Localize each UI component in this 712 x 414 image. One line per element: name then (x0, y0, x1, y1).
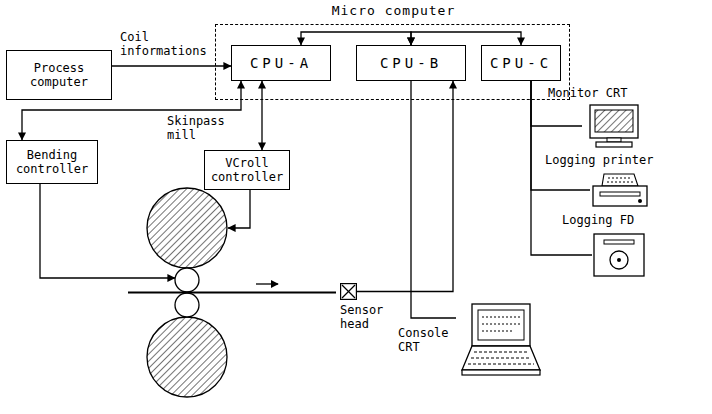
connector (112, 65, 231, 66)
node-heading: Logging printer (545, 153, 653, 167)
logging-printer: Logging printer (590, 172, 650, 208)
node-heading: Skinpass mill (167, 114, 229, 142)
monitor-crt-icon (582, 104, 646, 148)
computer-group: Micro computerCPU-ACPU-BCPU-C (215, 24, 570, 100)
cpu-box: CPU-C (481, 45, 561, 81)
steel-strip (128, 292, 336, 294)
connector (357, 81, 453, 292)
node-heading: Micro computer (216, 4, 571, 18)
console-crt-icon (456, 300, 540, 378)
node-label: VCroll controller (210, 156, 284, 184)
connector (261, 81, 262, 150)
connector (411, 81, 456, 318)
connector (301, 32, 411, 45)
cpu-box: CPU-A (231, 45, 331, 81)
node-label: CPU-A (250, 56, 312, 70)
node-heading: Logging FD (562, 213, 634, 227)
node-heading: Monitor CRT (548, 86, 627, 100)
node-label: CPU-C (490, 56, 552, 70)
logging-printer-icon (590, 172, 650, 208)
sensor-head: Sensor head (340, 283, 357, 300)
strip-direction-arrow (256, 283, 278, 284)
edge-label: Coil informations (120, 30, 214, 58)
connector (531, 81, 592, 255)
node-label: Process computer (12, 61, 106, 89)
monitor-crt: Monitor CRT (582, 104, 646, 148)
process-box: Process computer (6, 50, 112, 100)
backup-roll (147, 317, 227, 397)
logging-fd-icon (592, 232, 646, 278)
work-roll (175, 293, 199, 317)
mill-stand: Skinpass mill (147, 188, 228, 398)
backup-roll (147, 188, 227, 268)
node-heading: Console CRT (398, 326, 454, 354)
console-crt: Console CRT (456, 300, 540, 378)
connector (40, 184, 175, 278)
sensor-head-icon (340, 283, 357, 300)
node-heading: Sensor head (340, 303, 392, 331)
node-label: Bending controller (12, 148, 92, 176)
logging-fd: Logging FD (592, 232, 646, 278)
controller-box: Bending controller (6, 140, 98, 184)
connector (228, 190, 250, 228)
work-roll (175, 268, 199, 292)
cpu-box: CPU-B (356, 45, 466, 81)
connector (411, 32, 521, 45)
controller-box: VCroll controller (204, 150, 290, 190)
node-label: CPU-B (380, 56, 442, 70)
